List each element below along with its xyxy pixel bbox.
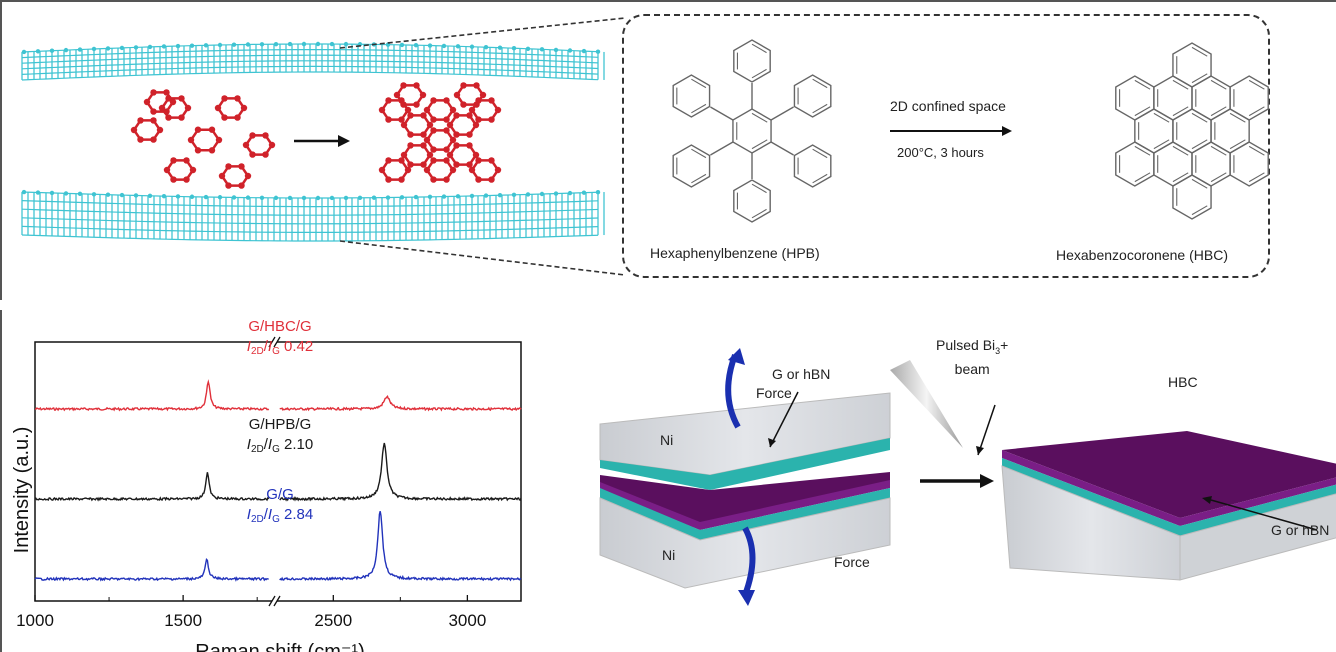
hpb-molecule-model bbox=[130, 89, 276, 189]
y-axis-label: Intensity (a.u.) bbox=[11, 427, 33, 554]
panel-a-confinement-illustration bbox=[21, 17, 625, 276]
graphene-sheet-bottom bbox=[21, 189, 605, 242]
x-tick-label: 3000 bbox=[448, 611, 486, 630]
x-axis-label: Raman shift (cm⁻¹) bbox=[195, 641, 364, 652]
x-axis-ticks: 1000 1500 2500 3000 bbox=[16, 595, 486, 630]
left-border-bottom bbox=[0, 310, 2, 652]
ni-label-bottom: Ni bbox=[662, 547, 676, 563]
graphene-sheet-top bbox=[21, 41, 605, 81]
series-line-g-hbc-g bbox=[34, 379, 270, 412]
series-line-g-hpb-g bbox=[279, 442, 522, 502]
hbc-on-ni-block bbox=[1001, 431, 1336, 581]
reactant-label: Hexaphenylbenzene (HPB) bbox=[650, 245, 820, 261]
beam-label-sub: 3 bbox=[995, 345, 1001, 356]
series-line-g-hbc-g bbox=[279, 394, 522, 412]
beam-label-sup: + bbox=[1000, 337, 1009, 353]
force-label-bottom: Force bbox=[834, 554, 870, 570]
series-ratio-label: I2D/IG 0.42 bbox=[247, 338, 313, 357]
series-line-g-g bbox=[34, 557, 269, 582]
layer-label-right: G or hBN bbox=[1271, 522, 1330, 538]
reaction-condition-top: 2D confined space bbox=[890, 98, 1006, 114]
hbc-label: HBC bbox=[1168, 374, 1198, 390]
left-border-top bbox=[0, 0, 2, 300]
layer-pointer-right bbox=[1210, 499, 1318, 531]
reaction-scheme-structures bbox=[672, 39, 1269, 223]
bi-beam-cone-icon bbox=[890, 360, 963, 448]
reaction-arrow-icon bbox=[890, 126, 1012, 136]
beam-label: Pulsed Bi3+ beam bbox=[936, 336, 1008, 378]
beam-label-line2: beam bbox=[954, 360, 990, 377]
series-line-g-g bbox=[279, 511, 522, 582]
force-arrow-down-icon bbox=[742, 526, 756, 597]
x-tick-label: 2500 bbox=[314, 611, 352, 630]
ni-block-top bbox=[599, 392, 891, 490]
top-border bbox=[0, 0, 1336, 2]
force-arrow-up-icon bbox=[725, 353, 741, 429]
conversion-arrow-icon bbox=[294, 135, 350, 147]
series-ratio-label: I2D/IG 2.84 bbox=[247, 506, 313, 525]
hbc-structure-drawing bbox=[1115, 42, 1269, 220]
series-name-label: G/HBC/G bbox=[248, 318, 311, 335]
axis-break-marks bbox=[268, 336, 281, 607]
hbc-pointer bbox=[977, 404, 996, 456]
product-label: Hexabenzocoronene (HBC) bbox=[1056, 247, 1228, 263]
zoom-guide-top bbox=[339, 17, 625, 49]
layer-pointer-left bbox=[769, 391, 799, 448]
panel-d-exfoliation-diagram bbox=[599, 348, 1336, 606]
series-group: G/HBC/G I2D/IG 0.42G/HPB/G I2D/IG 2.10G/G I… bbox=[34, 318, 522, 582]
series-ratio-label: I2D/IG 2.10 bbox=[247, 436, 313, 455]
series-name-label: G/HPB/G bbox=[249, 416, 312, 433]
force-label-top: Force bbox=[756, 385, 792, 401]
series-name-label: G/G bbox=[266, 486, 294, 503]
x-tick-label: 1500 bbox=[164, 611, 202, 630]
bottom-stack bbox=[599, 472, 891, 589]
series-line-g-hpb-g bbox=[34, 472, 270, 502]
beam-label-line1: Pulsed Bi bbox=[936, 337, 996, 353]
x-tick-label: 1000 bbox=[16, 611, 54, 630]
reaction-scheme-box bbox=[622, 14, 1270, 278]
raman-chart: 1000 1500 2500 3000 G/HBC/G I2D/IG 0.42G/HPB… bbox=[11, 318, 522, 652]
layer-label-left: G or hBN bbox=[772, 366, 831, 382]
ni-label-top: Ni bbox=[660, 432, 674, 448]
hbc-molecule-model bbox=[378, 82, 502, 183]
plot-frame bbox=[34, 341, 522, 602]
reaction-condition-bottom: 200°C, 3 hours bbox=[897, 145, 984, 160]
zoom-guide-bottom bbox=[339, 240, 625, 276]
hpb-structure-drawing bbox=[672, 39, 832, 223]
